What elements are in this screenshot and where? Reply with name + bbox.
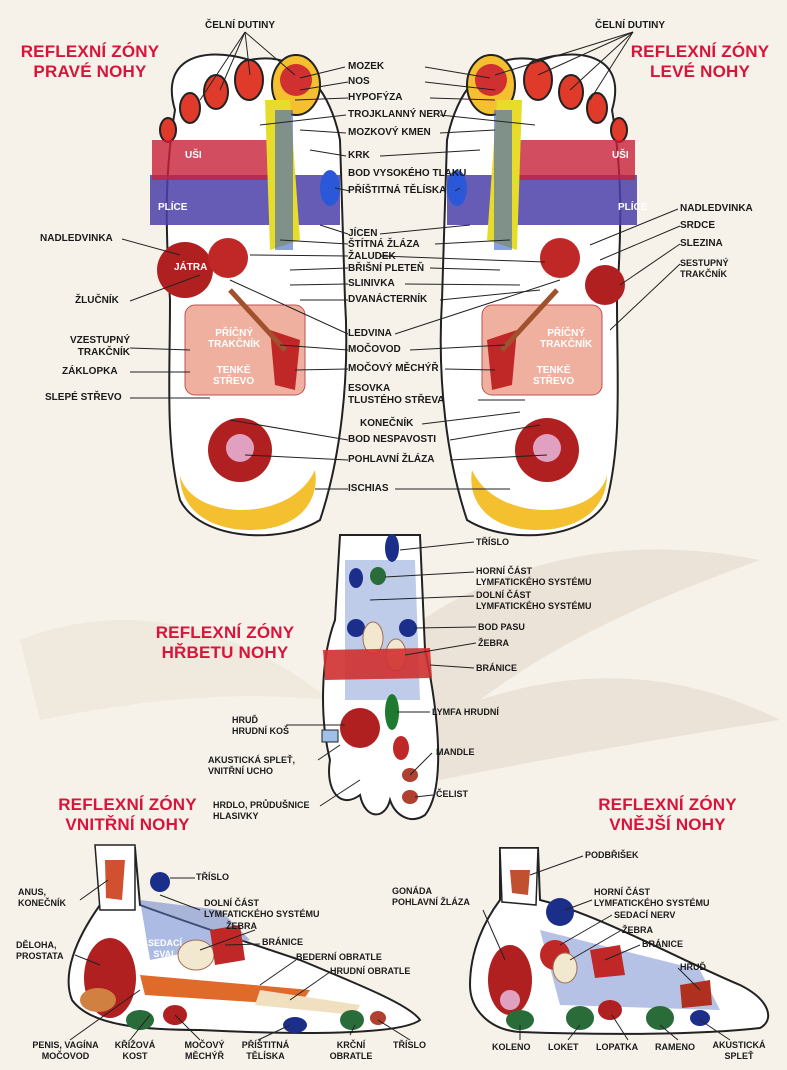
outer-label-loket: LOKET [548,1042,579,1053]
outer-label-horni-line2: LYMFATICKÉHO SYSTÉMU [594,898,710,909]
outer-label-koleno: KOLENO [492,1042,531,1053]
outer-label-branice: BRÁNICE [642,939,683,950]
outer-label-akusticka-line1: AKUSTICKÁ [708,1040,770,1051]
outer-label-gonada: GONÁDA POHLAVNÍ ŽLÁZA [392,886,470,908]
outer-label-hrud: HRUĎ [680,962,706,973]
outer-label-akusticka: AKUSTICKÁ SPLEŤ [708,1040,770,1062]
outer-label-horni: HORNÍ ČÁST LYMFATICKÉHO SYSTÉMU [594,887,710,909]
outer-label-podbrisek: PODBŘIŠEK [585,850,639,861]
outer-label-horni-line1: HORNÍ ČÁST [594,887,710,898]
outer-label-akusticka-line2: SPLEŤ [708,1051,770,1062]
outer-label-rameno: RAMENO [655,1042,695,1053]
outer-label-sedaci-nerv: SEDACÍ NERV [614,910,675,921]
outer-foot-title: REFLEXNÍ ZÓNY VNĚJŠÍ NOHY [585,795,750,835]
outer-label-gonada-line1: GONÁDA [392,886,470,897]
outer-label-gonada-line2: POHLAVNÍ ŽLÁZA [392,897,470,908]
outer-label-lopatka: LOPATKA [596,1042,638,1053]
outer-foot-title-line1: REFLEXNÍ ZÓNY [585,795,750,815]
outer-foot-title-line2: VNĚJŠÍ NOHY [585,815,750,835]
outer-label-zebra: ŽEBRA [622,925,653,936]
